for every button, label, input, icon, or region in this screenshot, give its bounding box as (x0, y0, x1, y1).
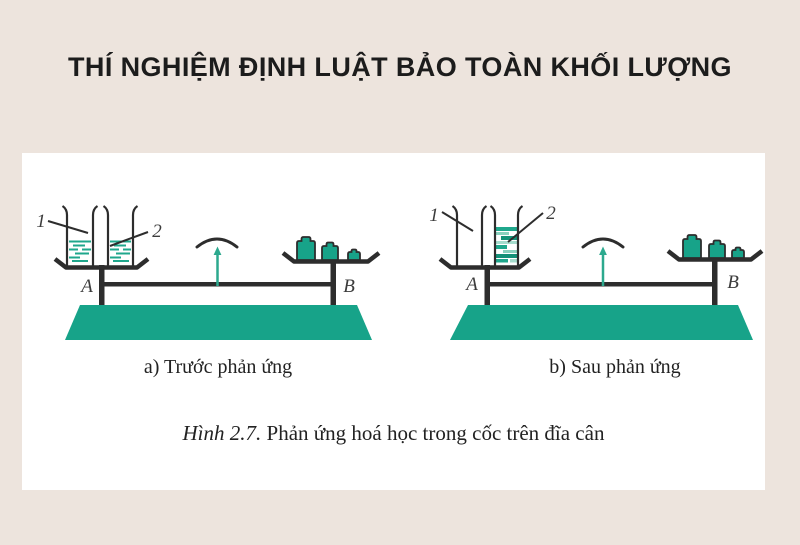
liquid (69, 240, 91, 262)
right-post (712, 257, 718, 305)
pointer-gauge (581, 237, 625, 286)
leader-line-1 (47, 220, 89, 234)
pointer-arrowhead (213, 246, 222, 255)
beaker-1-empty (451, 205, 488, 266)
beaker-wall (451, 205, 459, 266)
diagram-b-caption: b) Sau phản ứng (549, 356, 680, 378)
pan-b-label: B (343, 276, 355, 297)
pan-a-label: A (79, 276, 93, 297)
beaker-wall (489, 205, 497, 266)
beaker2-label: 2 (546, 203, 556, 224)
figure-caption: Hình 2.7. Phản ứng hoá học trong cốc trê… (22, 417, 765, 449)
figure-panel: 1 2 A B a) Trước phản ứng (22, 153, 765, 490)
leader-line-1 (441, 211, 474, 232)
weight-large (682, 234, 702, 259)
beaker-wall (131, 205, 139, 266)
beaker-2 (102, 205, 139, 266)
leader-line-2 (109, 231, 149, 247)
gauge-arc (581, 237, 625, 249)
figure-caption-label: Hình 2.7. (182, 421, 262, 445)
weight-small (731, 246, 745, 259)
figure-caption-text: Phản ứng hoá học trong cốc trên đĩa cân (261, 421, 605, 445)
pan-a-label: A (464, 274, 478, 295)
left-pan (53, 257, 150, 270)
diagram-a: 1 2 A B a) Trước phản ứng (36, 205, 381, 378)
pointer-arrowhead (599, 246, 607, 255)
weight-small (347, 248, 361, 261)
beaker1-label: 1 (429, 205, 439, 226)
balance-base (450, 305, 753, 340)
beaker-1 (61, 205, 99, 266)
balance-beam (484, 282, 718, 287)
right-pan (281, 251, 381, 264)
weight-large (296, 236, 316, 261)
weight-medium (708, 239, 726, 259)
beaker2-label: 2 (152, 221, 162, 242)
beaker-2 (489, 205, 524, 266)
pan-b-label: B (727, 272, 739, 293)
left-pan (438, 257, 532, 270)
diagram-b: 1 2 A B b) Sau phản ứng (429, 203, 764, 378)
weight-medium (321, 241, 339, 261)
beaker-wall (61, 205, 69, 266)
beaker-wall (516, 205, 524, 266)
beaker-wall (480, 205, 488, 266)
page-title: THÍ NGHIỆM ĐỊNH LUẬT BẢO TOÀN KHỐI LƯỢNG (68, 52, 732, 82)
reaction-mixture (496, 227, 517, 263)
gauge-arc (195, 237, 239, 249)
balance-diagrams: 1 2 A B a) Trước phản ứng (36, 203, 764, 378)
pointer-gauge (195, 237, 239, 286)
leader-line-2 (507, 212, 544, 243)
right-pan (666, 249, 764, 262)
beaker-wall (91, 205, 99, 266)
diagram-a-caption: a) Trước phản ứng (144, 356, 292, 378)
beaker1-label: 1 (36, 211, 46, 232)
balance-base (65, 305, 372, 340)
beaker-wall (102, 205, 110, 266)
